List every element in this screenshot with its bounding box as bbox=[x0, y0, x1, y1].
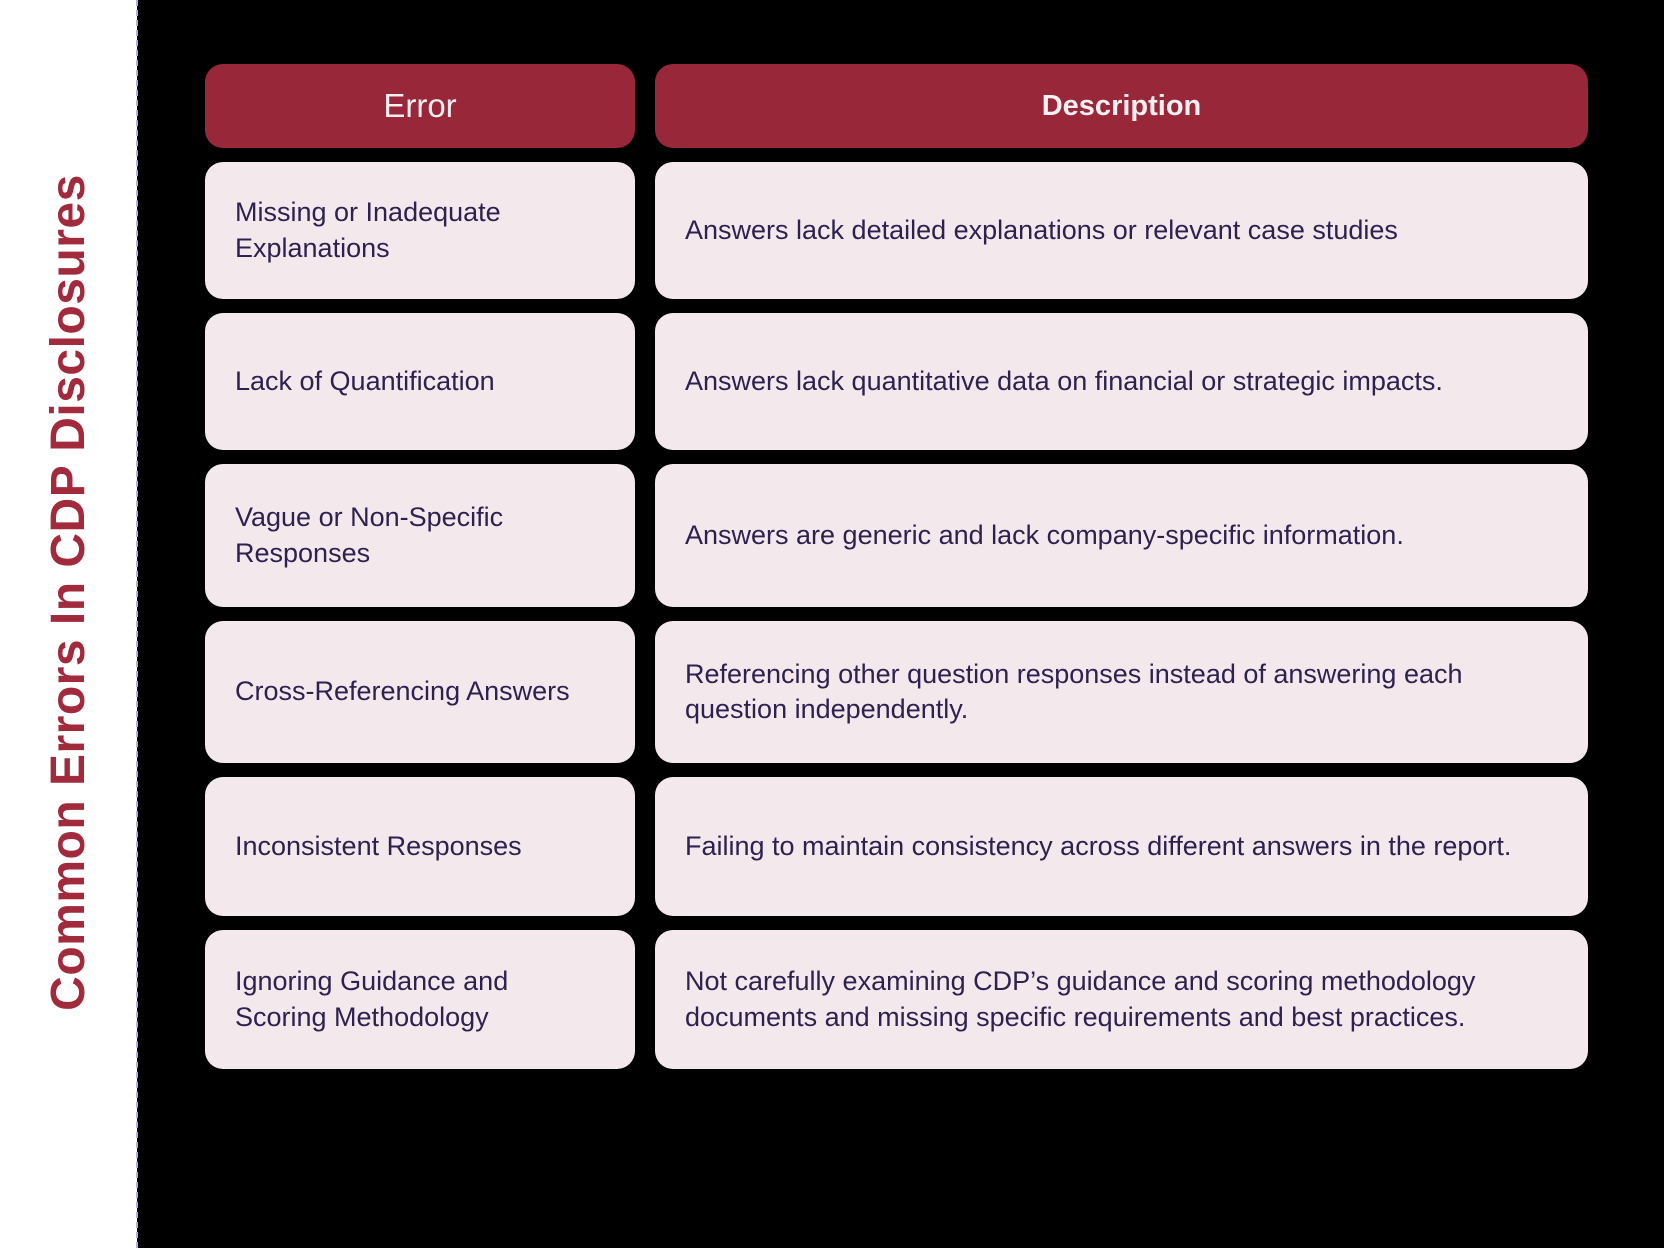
errors-table: Error Description Missing or Inadequate … bbox=[205, 64, 1588, 1069]
error-cell-row-3: Vague or Non-Specific Responses bbox=[205, 464, 635, 607]
description-cell-row-1: Answers lack detailed explanations or re… bbox=[655, 162, 1588, 299]
description-cell-row-5: Failing to maintain consistency across d… bbox=[655, 777, 1588, 916]
description-cell-row-4: Referencing other question responses ins… bbox=[655, 621, 1588, 763]
description-cell-row-2: Answers lack quantitative data on financ… bbox=[655, 313, 1588, 450]
error-cell-row-4: Cross-Referencing Answers bbox=[205, 621, 635, 763]
description-cell-row-6: Not carefully examining CDP’s guidance a… bbox=[655, 930, 1588, 1069]
error-cell-row-5: Inconsistent Responses bbox=[205, 777, 635, 916]
divider-dashed-line bbox=[136, 0, 138, 1248]
column-header-description: Description bbox=[655, 64, 1588, 148]
column-header-error: Error bbox=[205, 64, 635, 148]
description-cell-row-3: Answers are generic and lack company-spe… bbox=[655, 464, 1588, 607]
sidebar bbox=[0, 0, 137, 1248]
error-cell-row-1: Missing or Inadequate Explanations bbox=[205, 162, 635, 299]
error-cell-row-2: Lack of Quantification bbox=[205, 313, 635, 450]
error-cell-row-6: Ignoring Guidance and Scoring Methodolog… bbox=[205, 930, 635, 1069]
